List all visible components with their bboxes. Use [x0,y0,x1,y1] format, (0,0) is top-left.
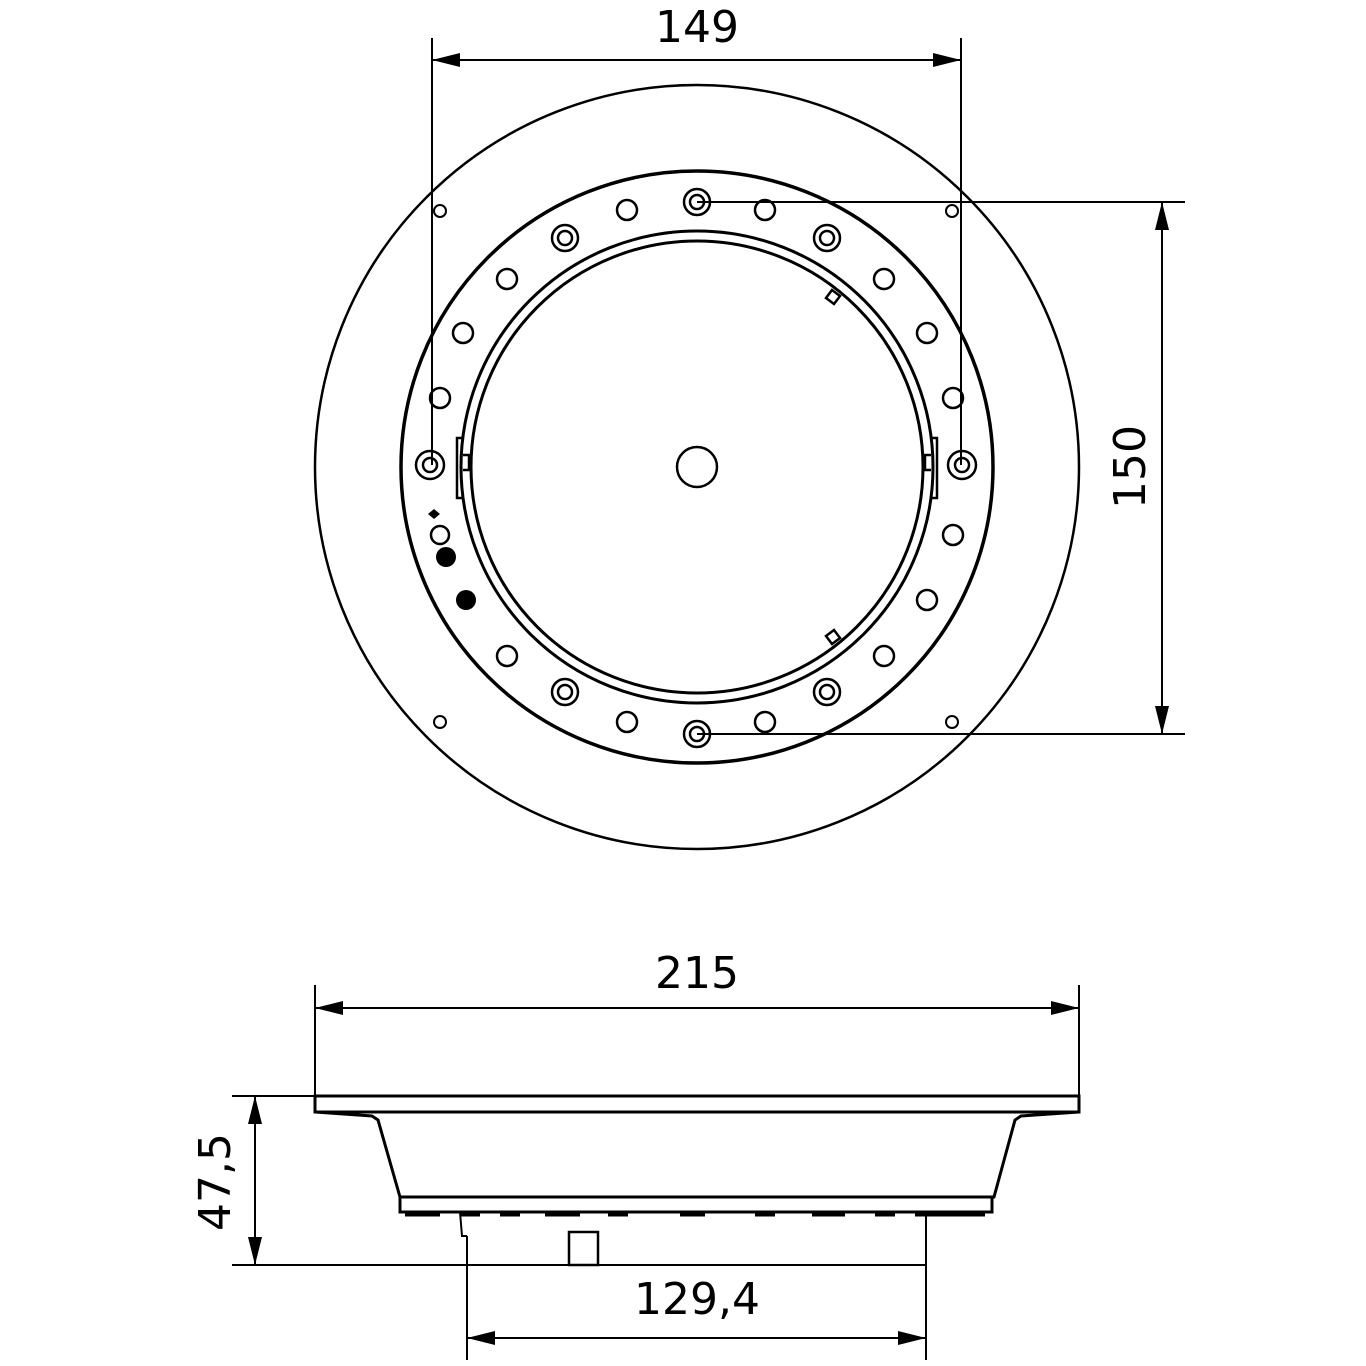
top-view [313,83,1081,851]
outer-flange-circle [313,83,1081,851]
dim-label-47-5: 47,5 [190,1133,241,1231]
dim-149 [431,38,962,465]
dim-150 [697,201,1185,735]
notch-bottom [824,628,842,646]
ring-inner-circle [459,229,935,705]
ring-outer-circle [399,169,995,765]
screw-holes [414,187,978,749]
inner-body-circle [469,239,925,695]
dim-label-129-4: 129,4 [634,1274,760,1325]
clip-left [455,436,471,500]
dim-129-4 [466,1212,927,1360]
dim-label-149: 149 [655,2,739,53]
notch-top [824,288,842,306]
ring-holes [428,198,965,734]
dim-label-215: 215 [655,948,739,999]
dim-215 [314,985,1080,1096]
side-view [313,1094,1081,1267]
dim-47-5 [232,1095,926,1266]
dim-label-150: 150 [1105,425,1156,509]
center-hole [675,445,719,489]
corner-holes [433,204,959,729]
clip-right [923,436,939,500]
markings [428,509,476,610]
